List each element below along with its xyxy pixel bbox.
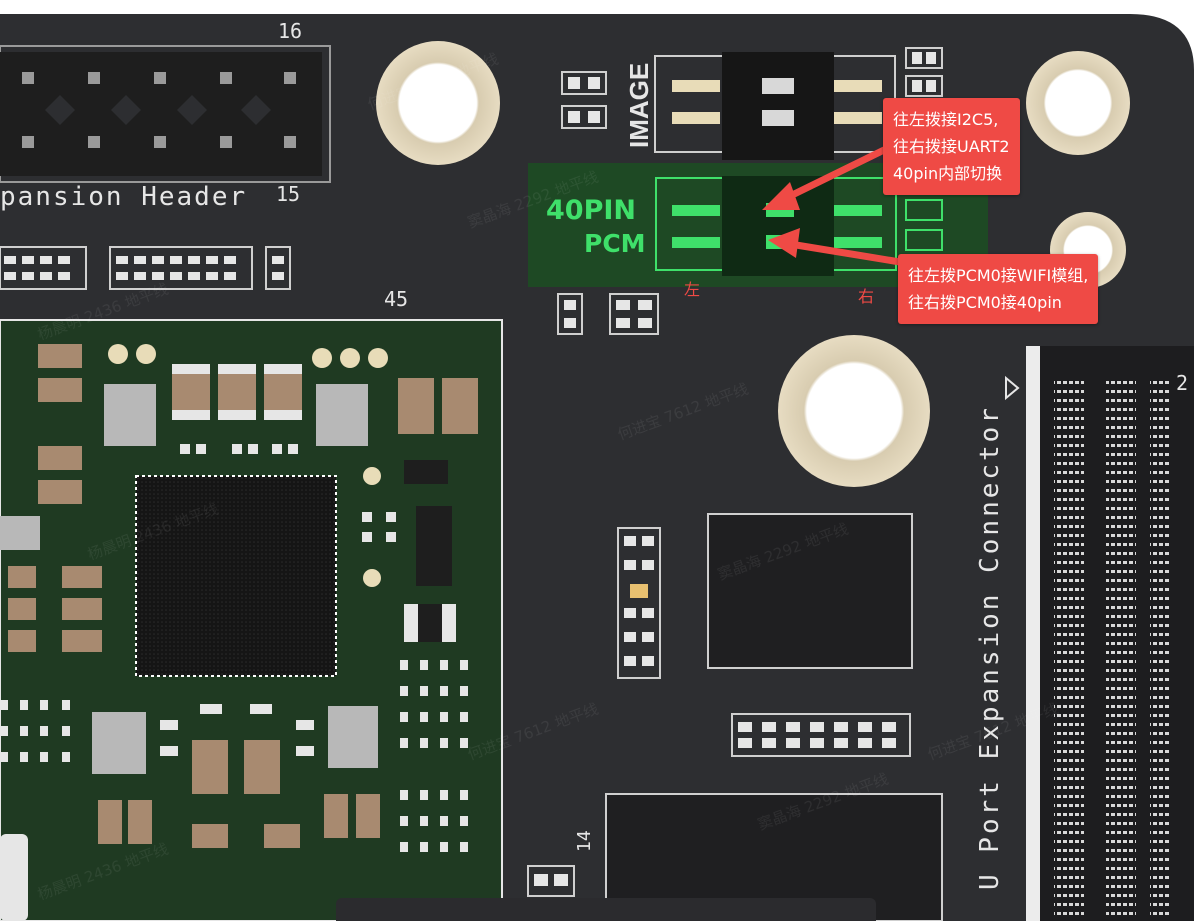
memory-chip [707,513,913,669]
callout-line: 40pin内部切换 [893,164,1003,183]
label-40pin: 40PIN [546,195,636,226]
som-module [0,319,503,921]
callout-pcm: 往左拨PCM0接WIFI模组, 往右拨PCM0接40pin [898,254,1099,324]
mounting-hole [376,41,500,165]
mounting-hole [1026,51,1130,155]
expansion-header-label: pansion Header [0,182,247,212]
label-right: 右 [858,287,875,306]
callout-i2c-uart: 往左拨接I2C5, 往右拨接UART2 40pin内部切换 [883,98,1020,195]
pin-2-label: 2 [1176,371,1188,395]
callout-line: 往右拨PCM0接40pin [908,293,1062,312]
callout-line: 往左拨接I2C5, [893,110,999,129]
image-label: IMAGE [624,63,654,148]
label-left: 左 [684,280,701,299]
callout-line: 往左拨PCM0接WIFI模组, [908,266,1089,285]
image-switch [654,52,896,160]
header-pin-16-label: 16 [278,19,302,43]
pin-45-label: 45 [384,287,408,311]
image-viewer-toolbar[interactable] [336,898,876,921]
callout-line: 往右拨接UART2 [893,137,1010,156]
pin-14-label: 14 [574,830,595,852]
pad-column [617,527,661,679]
main-soc-chip [136,476,336,676]
label-pcm: PCM [584,229,646,258]
connector-label: U Port Expansion Connector [975,405,1005,890]
mounting-hole [778,335,930,487]
pin-header-16 [0,45,331,183]
pad-row-left [0,246,291,290]
expansion-connector [1005,346,1194,921]
header-pin-15-label: 15 [276,182,300,206]
pad-row-bottom [731,713,911,757]
annotation-arrows [762,146,904,266]
